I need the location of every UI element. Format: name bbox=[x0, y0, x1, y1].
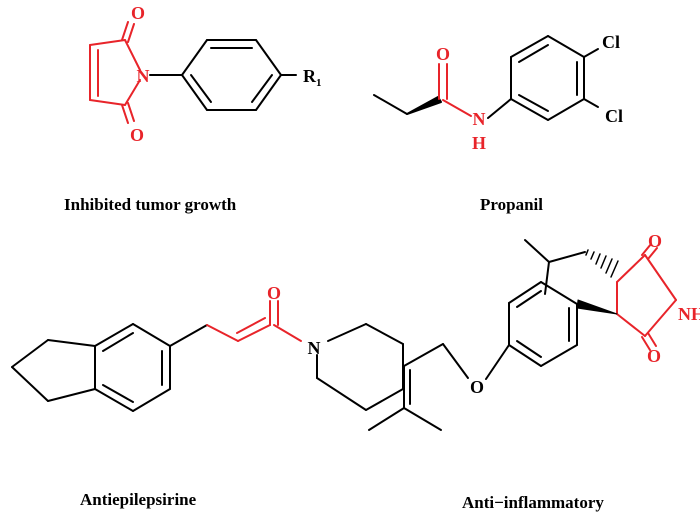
caption-propanil: Propanil bbox=[480, 195, 543, 214]
atom-o: O bbox=[267, 283, 281, 303]
maleimide-structure bbox=[89, 21, 297, 124]
piperidine-ring bbox=[316, 323, 404, 411]
atom-n: N bbox=[308, 338, 321, 358]
aryl-ring bbox=[508, 281, 578, 367]
propanil-structure bbox=[373, 35, 599, 121]
caption-inhibited-tumor-growth: Inhibited tumor growth bbox=[64, 195, 237, 214]
prenyl-ether-chain bbox=[368, 343, 510, 431]
isobutyl-group bbox=[524, 239, 586, 295]
atom-o: O bbox=[436, 44, 450, 64]
dichlorophenyl-ring bbox=[487, 35, 599, 121]
atom-o-top: O bbox=[131, 3, 145, 23]
antiepilepsirine-structure bbox=[11, 300, 404, 412]
anti-inflammatory-structure bbox=[368, 239, 677, 431]
atom-o-ether: O bbox=[470, 377, 484, 397]
propanoyl-chain bbox=[373, 94, 442, 115]
succinimide-ring bbox=[616, 243, 677, 351]
enone-chain bbox=[206, 300, 302, 342]
atom-o-top: O bbox=[648, 231, 662, 251]
caption-anti-inflammatory: Anti−inflammatory bbox=[462, 493, 604, 512]
amide-group bbox=[438, 63, 472, 117]
wedge-stereo-bond bbox=[576, 299, 618, 315]
atom-cl-right: Cl bbox=[605, 106, 623, 126]
atom-n: N bbox=[473, 109, 486, 129]
indane-ring bbox=[11, 323, 208, 412]
atom-cl-top: Cl bbox=[602, 32, 620, 52]
atom-nh: NH bbox=[678, 304, 700, 324]
hashed-stereo-bond bbox=[585, 249, 619, 278]
phenyl-ring bbox=[149, 39, 297, 111]
r-group-label: R1 bbox=[303, 66, 322, 89]
atom-o-bottom: O bbox=[130, 125, 144, 145]
atom-o-bottom: O bbox=[647, 346, 661, 366]
maleimide-ring bbox=[89, 21, 141, 124]
atom-n: N bbox=[137, 66, 150, 86]
atom-h: H bbox=[472, 133, 486, 153]
caption-antiepilepsirine: Antiepilepsirine bbox=[80, 490, 197, 509]
